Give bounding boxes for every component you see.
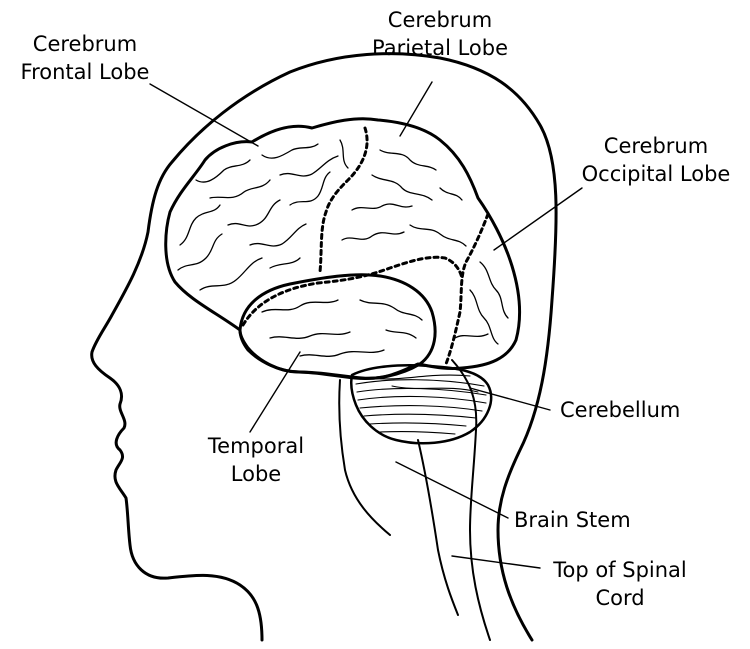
cerebrum-outline — [166, 119, 520, 379]
label-cerebellum: Cerebellum — [560, 396, 680, 424]
label-top-of-spinal-cord: Top of Spinal Cord — [540, 556, 700, 612]
cerebellum-folia — [356, 375, 486, 434]
label-brain-stem: Brain Stem — [514, 506, 631, 534]
lobe-boundaries — [243, 128, 488, 364]
leader-frontal — [150, 84, 258, 146]
label-cerebrum-frontal-lobe: Cerebrum Frontal Lobe — [10, 30, 160, 86]
leader-occipital — [494, 188, 582, 250]
leader-temporal — [250, 352, 300, 432]
label-cerebrum-parietal-lobe: Cerebrum Parietal Lobe — [360, 6, 520, 62]
spinal-cord-front — [418, 440, 458, 615]
leader-brain-stem — [396, 462, 508, 518]
brain-stem-front — [339, 380, 390, 535]
leader-spinal-cord — [452, 556, 540, 568]
label-temporal-lobe: Temporal Lobe — [196, 432, 316, 488]
label-cerebrum-occipital-lobe: Cerebrum Occipital Lobe — [566, 132, 746, 188]
temporal-lobe-outline — [240, 275, 435, 379]
head-outline — [92, 54, 556, 640]
